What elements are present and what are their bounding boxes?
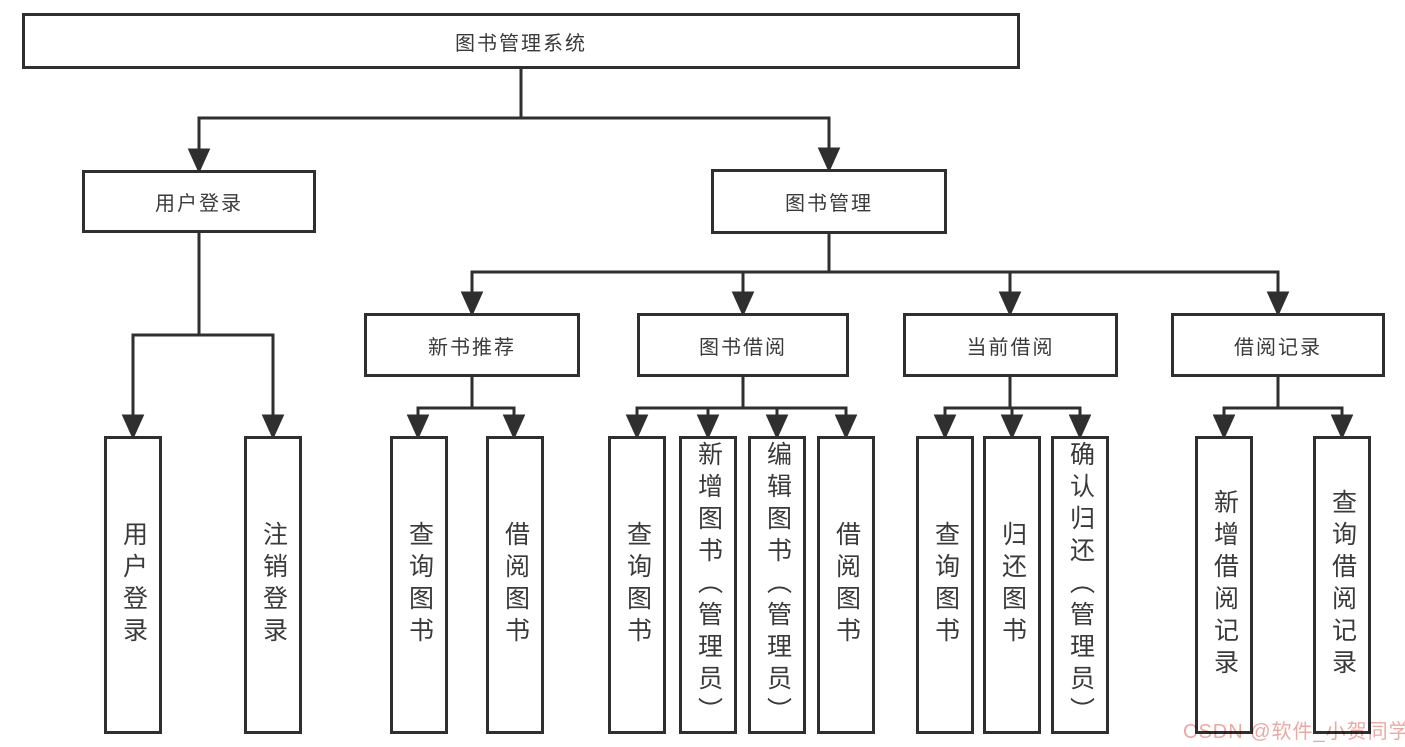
- node-user-login: 用户登录: [82, 170, 316, 233]
- node-borrow-record: 借阅记录: [1171, 313, 1385, 377]
- csdn-watermark: CSDN @软件_小贺同学: [1183, 721, 1405, 743]
- node-new-book-recommend: 新书推荐: [364, 313, 580, 377]
- leaf-borrow-edit-book-admin-label: 编辑图书（管理员）: [763, 441, 792, 729]
- leaf-borrow-add-book-admin: 新增图书（管理员）: [679, 436, 737, 734]
- node-book-management-label: 图书管理: [785, 193, 873, 215]
- connector-book-management-branch: [460, 232, 1290, 317]
- leaf-current-return-book: 归还图书: [983, 436, 1041, 734]
- node-current-borrow: 当前借阅: [903, 313, 1118, 377]
- node-book-borrow-label: 图书借阅: [699, 336, 787, 359]
- leaf-newbook-search-book-label: 查询图书: [405, 521, 434, 649]
- leaf-borrow-borrow-book-label: 借阅图书: [832, 521, 861, 649]
- connector-new-book-branch: [406, 375, 526, 440]
- connector-root-branch: [187, 67, 841, 174]
- leaf-user-login: 用户登录: [104, 436, 162, 734]
- leaf-current-search-book-label: 查询图书: [931, 521, 960, 649]
- leaf-record-add-borrow-record-label: 新增借阅记录: [1210, 489, 1239, 681]
- leaf-current-confirm-return-admin-label: 确认归还（管理员）: [1066, 441, 1095, 729]
- node-current-borrow-label: 当前借阅: [966, 336, 1055, 359]
- leaf-current-return-book-label: 归还图书: [998, 521, 1027, 649]
- leaf-record-search-borrow-record: 查询借阅记录: [1313, 436, 1371, 734]
- leaf-user-login-label: 用户登录: [119, 521, 148, 649]
- node-book-borrow: 图书借阅: [637, 313, 849, 377]
- node-user-login-label: 用户登录: [155, 193, 243, 215]
- leaf-borrow-borrow-book: 借阅图书: [817, 436, 875, 734]
- node-root-label: 图书管理系统: [455, 32, 587, 55]
- leaf-newbook-borrow-book: 借阅图书: [486, 436, 544, 734]
- leaf-borrow-search-book: 查询图书: [608, 436, 666, 734]
- leaf-record-search-borrow-record-label: 查询借阅记录: [1328, 489, 1357, 681]
- connector-book-borrow-branch: [625, 375, 858, 440]
- leaf-current-search-book: 查询图书: [916, 436, 974, 734]
- node-root: 图书管理系统: [22, 13, 1020, 69]
- leaf-logout-label: 注销登录: [259, 521, 288, 649]
- node-book-management: 图书管理: [711, 169, 947, 234]
- leaf-record-add-borrow-record: 新增借阅记录: [1195, 436, 1253, 734]
- connector-borrow-record-branch: [1212, 375, 1354, 440]
- leaf-newbook-borrow-book-label: 借阅图书: [501, 521, 530, 649]
- leaf-logout: 注销登录: [244, 436, 302, 734]
- connector-user-login-branch: [121, 231, 285, 440]
- leaf-newbook-search-book: 查询图书: [390, 436, 448, 734]
- node-borrow-record-label: 借阅记录: [1234, 336, 1322, 359]
- leaf-current-confirm-return-admin: 确认归还（管理员）: [1051, 436, 1109, 734]
- leaf-borrow-edit-book-admin: 编辑图书（管理员）: [748, 436, 806, 734]
- leaf-borrow-search-book-label: 查询图书: [623, 521, 652, 649]
- leaf-borrow-add-book-admin-label: 新增图书（管理员）: [694, 441, 723, 729]
- connector-current-borrow-branch: [933, 375, 1092, 440]
- node-new-book-recommend-label: 新书推荐: [428, 336, 516, 359]
